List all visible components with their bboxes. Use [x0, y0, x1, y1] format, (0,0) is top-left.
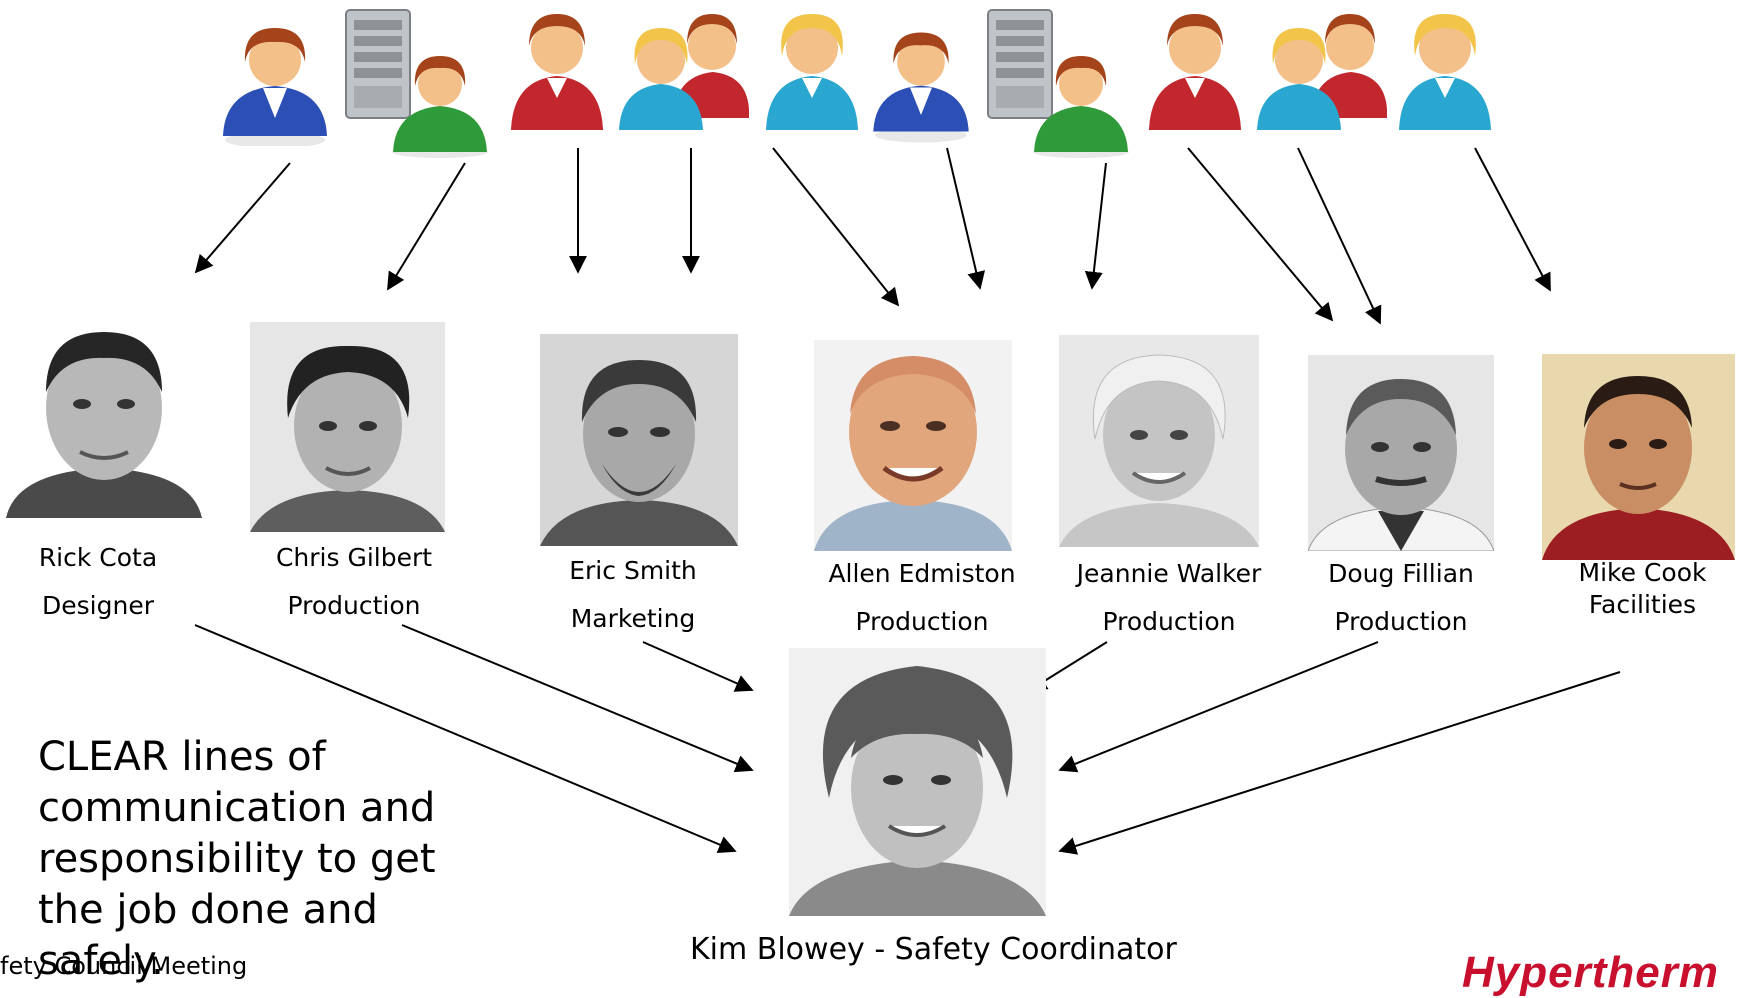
person-name: Chris Gilbert	[275, 543, 433, 572]
photo-jeannie-walker	[1059, 335, 1259, 547]
user-group-icon	[1257, 14, 1387, 130]
user-blue-icon	[873, 32, 969, 143]
photo-rick-cota	[6, 312, 202, 518]
person-name: Rick Cota	[38, 543, 158, 572]
coordinator-label: Kim Blowey - Safety Coordinator	[690, 932, 1177, 967]
arrow-icon2-to-chris	[387, 162, 466, 291]
person-role: Production	[287, 591, 421, 620]
user-red-icon	[511, 14, 603, 130]
arrow-icon5-to-allen	[772, 147, 900, 307]
photo-kim-blowey	[789, 648, 1046, 916]
photo-allen-edmiston	[814, 340, 1012, 551]
person-label-chris: Chris Gilbert Production	[264, 534, 444, 630]
statement-text: CLEAR lines of communication and respons…	[38, 734, 436, 984]
arrow-icon1-to-rick	[194, 162, 291, 274]
person-name: Jeannie Walker	[1076, 559, 1262, 588]
person-label-allen: Allen Edmiston Production	[822, 550, 1022, 646]
photo-chris-gilbert	[250, 322, 445, 532]
person-name: Eric Smith	[569, 556, 697, 585]
server-icon	[345, 9, 411, 119]
photo-mike-cook	[1542, 354, 1735, 560]
server-icon	[987, 9, 1053, 119]
arrow-doug-to-kim	[1058, 641, 1379, 773]
arrow-icon10-to-mike	[1474, 147, 1551, 292]
arrow-icon6-to-allen	[946, 147, 986, 290]
photo-eric-smith	[540, 334, 738, 546]
user-cyan-icon	[1399, 14, 1491, 130]
person-label-doug: Doug Fillian Production	[1316, 550, 1486, 646]
person-label-rick: Rick Cota Designer	[18, 534, 178, 630]
person-role: Facilities	[1588, 590, 1697, 619]
user-blue-icon	[223, 28, 327, 146]
arrow-icon8-to-doug	[1187, 147, 1334, 322]
person-role: Production	[1102, 607, 1236, 636]
user-group-icon	[619, 14, 749, 130]
arrow-eric-to-kim	[642, 641, 754, 692]
user-green-icon	[392, 56, 488, 158]
user-green-icon	[1033, 56, 1129, 158]
person-role: Production	[855, 607, 989, 636]
person-name: Mike Cook	[1578, 558, 1707, 587]
photo-doug-fillian	[1308, 355, 1494, 551]
arrow-mike-to-kim	[1058, 671, 1621, 855]
person-role: Designer	[42, 591, 154, 620]
person-role: Production	[1334, 607, 1468, 636]
person-role: Marketing	[570, 604, 696, 633]
hypertherm-logo: Hypertherm	[1462, 948, 1719, 997]
footer-note: fety Council Meeting	[0, 952, 248, 980]
user-red-icon	[1149, 14, 1241, 130]
user-cyan-icon	[766, 14, 858, 130]
arrow-icon7-to-jeannie	[1084, 162, 1107, 290]
person-label-mike: Mike Cook Facilities	[1560, 557, 1725, 621]
person-label-jeannie: Jeannie Walker Production	[1069, 550, 1269, 646]
person-name: Allen Edmiston	[828, 559, 1016, 588]
arrow-icon9-to-doug	[1297, 147, 1382, 325]
person-name: Doug Fillian	[1328, 559, 1474, 588]
person-label-eric: Eric Smith Marketing	[548, 547, 718, 643]
